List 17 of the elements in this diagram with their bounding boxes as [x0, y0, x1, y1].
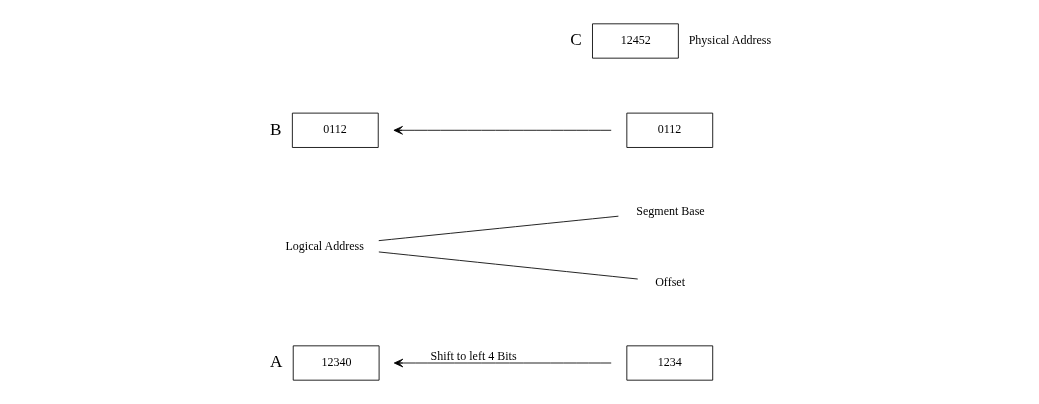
arrow — [393, 126, 612, 135]
node-box: 0112 — [626, 112, 714, 148]
connector — [378, 251, 639, 280]
node-label: B — [270, 119, 282, 139]
node-label: A — [270, 352, 283, 372]
node-text: Offset — [655, 274, 685, 289]
edge-label: Shift to left 4 Bits — [430, 348, 517, 363]
node-box: 0112 — [291, 112, 379, 148]
connector — [378, 215, 619, 242]
node-box: 12340 — [292, 345, 380, 381]
arrow — [393, 358, 612, 368]
node-label: Physical Address — [688, 33, 772, 48]
node-text: Logical Address — [285, 238, 364, 253]
node-box: 1234 — [626, 345, 714, 381]
node-text: Segment Base — [636, 203, 705, 218]
node-label: C — [570, 30, 582, 50]
node-box: 12452 — [592, 23, 679, 59]
